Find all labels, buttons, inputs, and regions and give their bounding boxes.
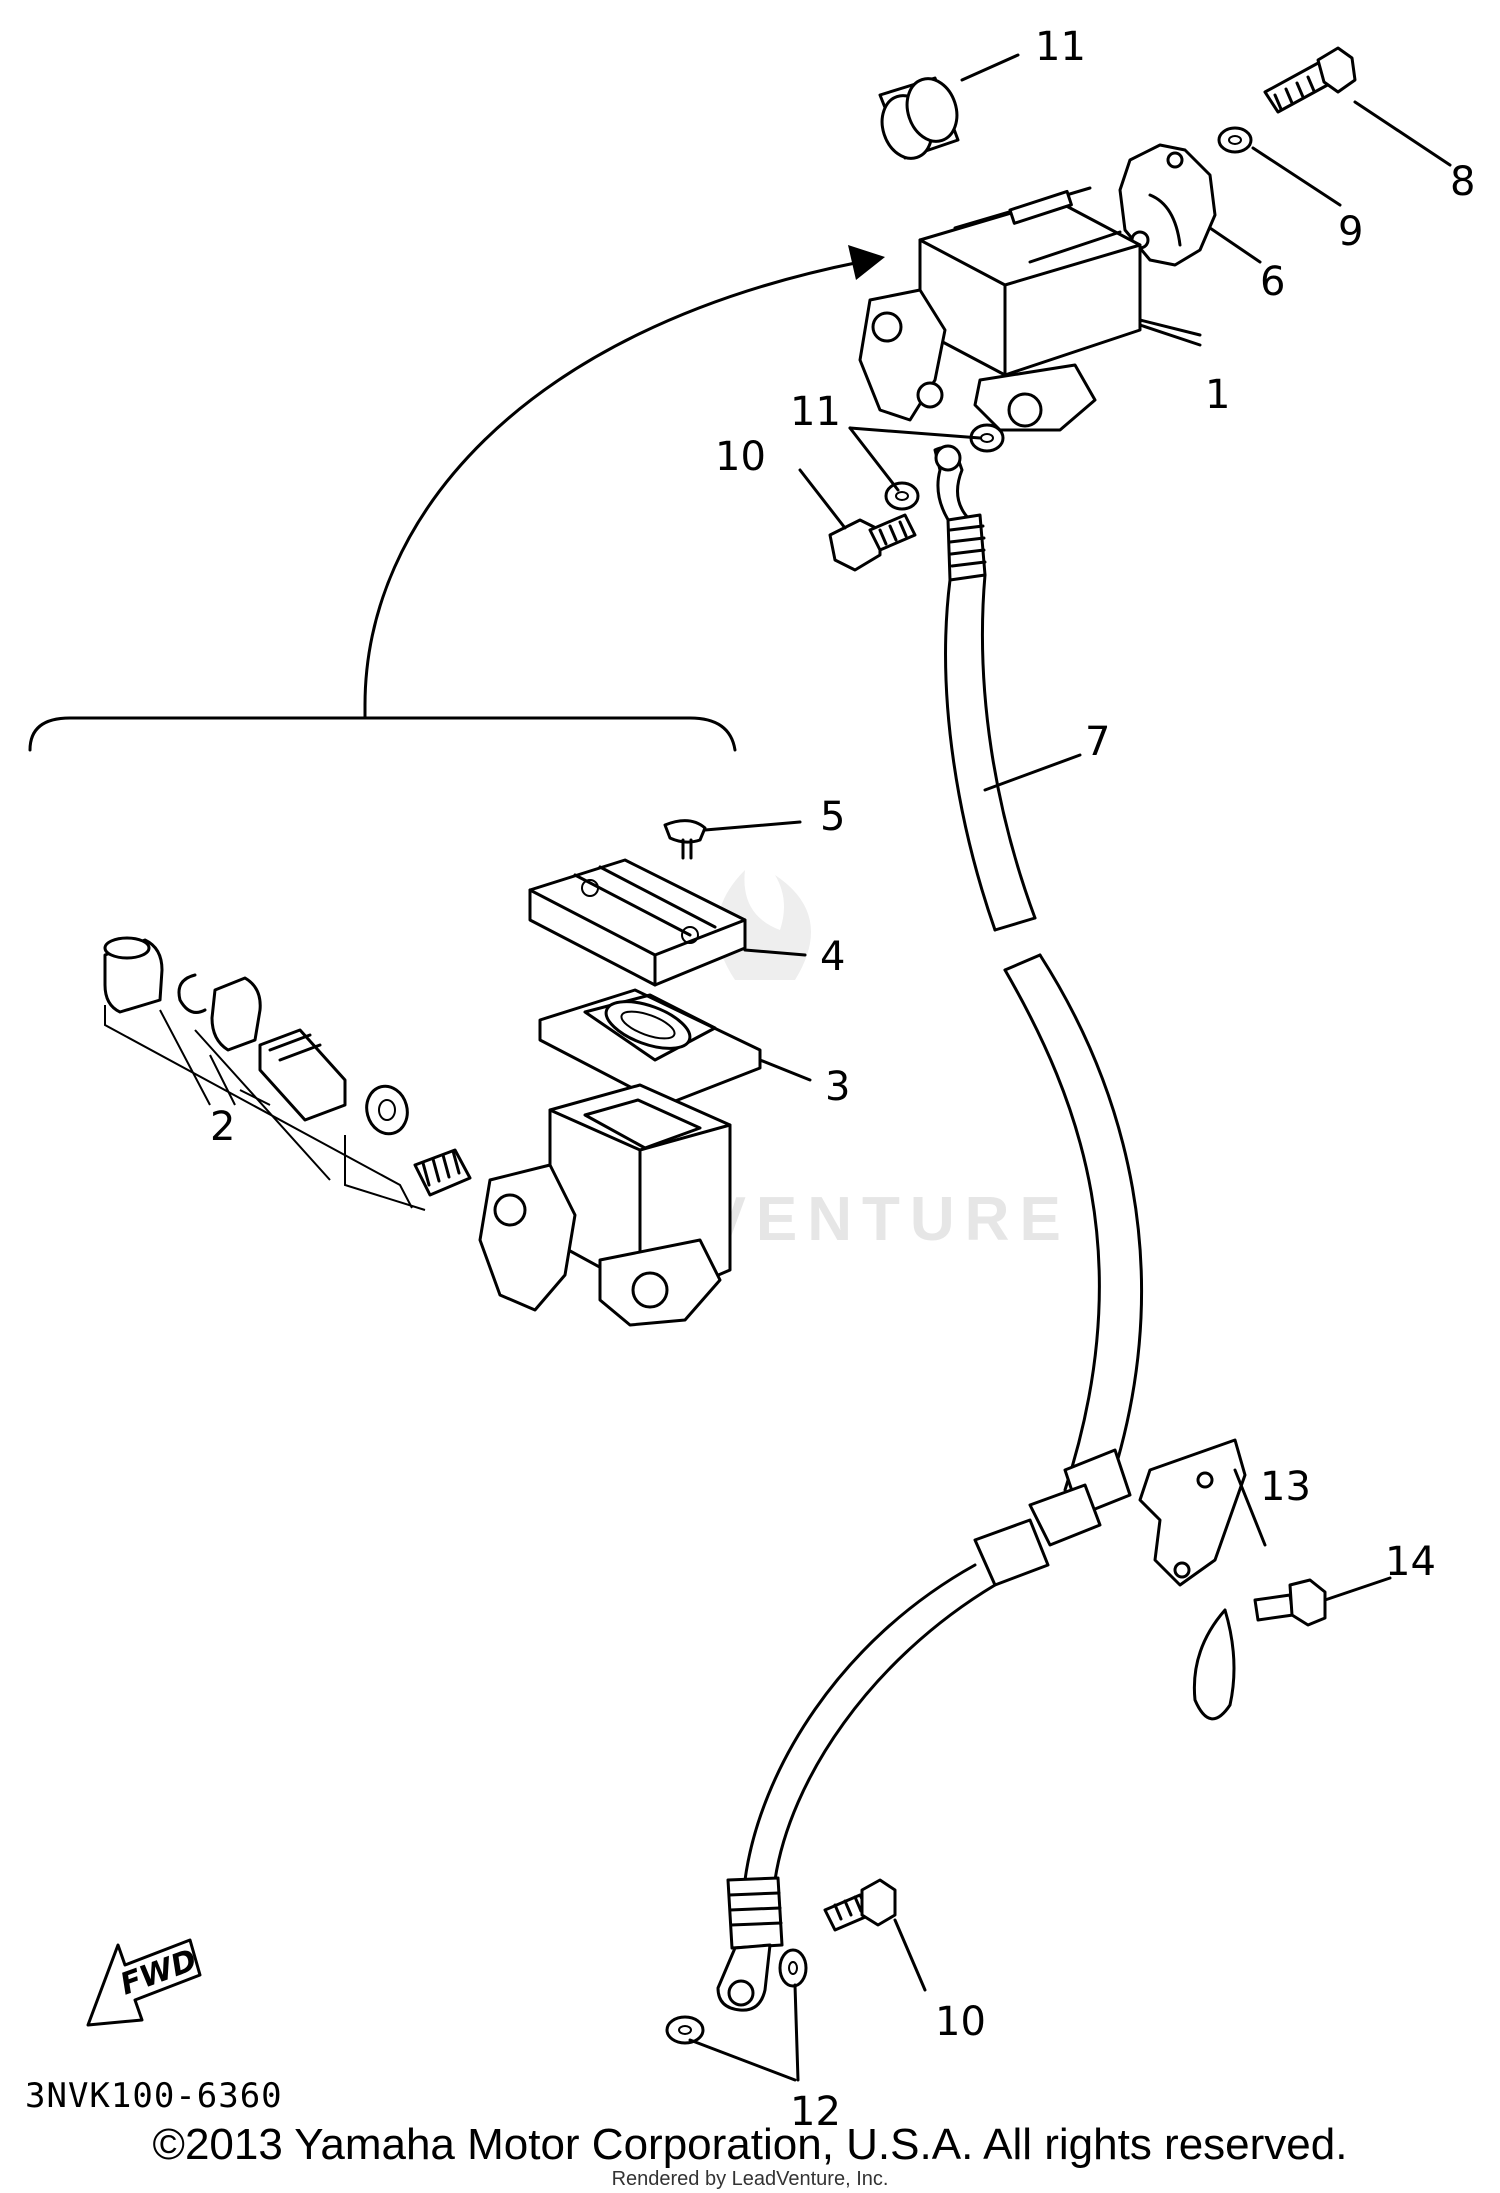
part-7-brake-hose bbox=[716, 444, 1144, 2012]
part-10-bolt-top bbox=[828, 513, 917, 572]
callout-8: 8 bbox=[1450, 159, 1475, 205]
callout-6: 6 bbox=[1260, 259, 1285, 305]
part-14-bolt bbox=[1253, 1578, 1327, 1627]
part-13-hose-guide bbox=[1138, 1438, 1247, 1721]
part-code: 3NVK100-6360 bbox=[25, 2076, 283, 2116]
assembly-arrow bbox=[28, 245, 885, 752]
callouts: 11 8 9 6 1 11 10 7 5 4 3 2 13 14 10 12 bbox=[210, 24, 1475, 2135]
part-11-washers-top bbox=[884, 423, 1005, 511]
copyright-notice: ©2013 Yamaha Motor Corporation, U.S.A. A… bbox=[152, 2120, 1348, 2169]
callout-4: 4 bbox=[820, 934, 845, 980]
part-12-bushing bbox=[878, 76, 960, 160]
callout-10-bottom: 10 bbox=[935, 1999, 986, 2045]
callout-1: 1 bbox=[1205, 372, 1230, 418]
callout-11-bottom: 12 bbox=[790, 2089, 841, 2135]
callout-2: 2 bbox=[210, 1104, 235, 1150]
callout-5: 5 bbox=[820, 794, 845, 840]
fwd-arrow: FWD bbox=[86, 1938, 202, 2027]
part-6-clamp bbox=[1118, 143, 1217, 267]
callout-9: 9 bbox=[1338, 209, 1363, 255]
callout-13: 13 bbox=[1260, 1464, 1311, 1510]
part-1-master-cylinder bbox=[858, 186, 1202, 432]
part-10-bolt-bottom bbox=[823, 1878, 897, 1932]
part-9-washer bbox=[1217, 126, 1253, 154]
callout-12: 11 bbox=[1035, 24, 1086, 70]
callout-10-top: 10 bbox=[715, 434, 766, 480]
callout-11-top: 11 bbox=[790, 389, 841, 435]
part-11-washers-bottom bbox=[665, 1948, 808, 2045]
part-8-bolt bbox=[1263, 46, 1357, 114]
callout-14: 14 bbox=[1385, 1539, 1436, 1585]
callout-3: 3 bbox=[825, 1064, 850, 1110]
leader-lines bbox=[688, 53, 1452, 2082]
exploded-master-cylinder bbox=[103, 819, 762, 1327]
callout-7: 7 bbox=[1085, 719, 1110, 765]
rendered-by-credit: Rendered by LeadVenture, Inc. bbox=[611, 2168, 889, 2190]
